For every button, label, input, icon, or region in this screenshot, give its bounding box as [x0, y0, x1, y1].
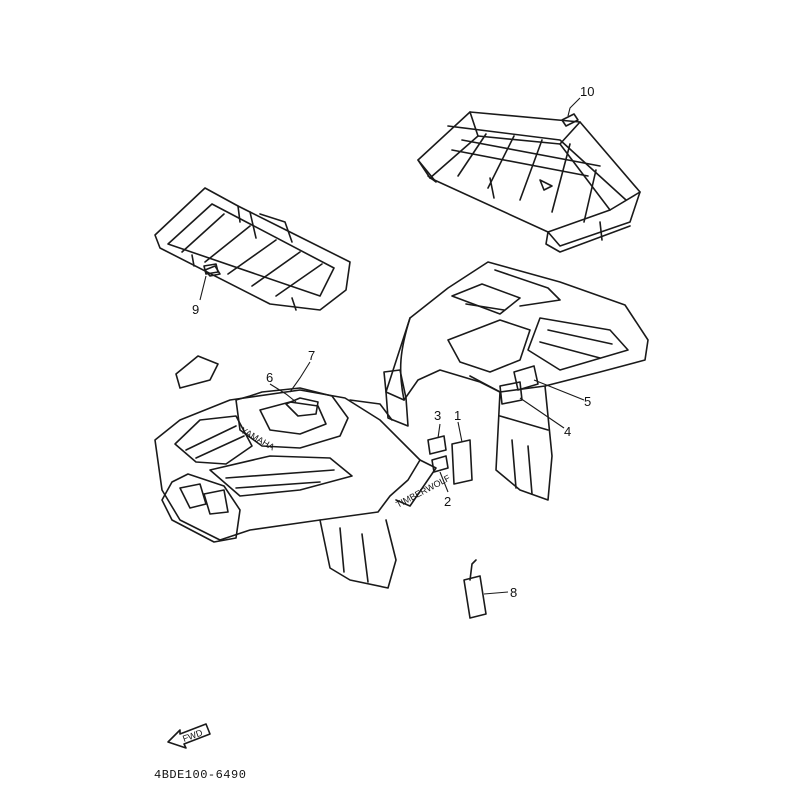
decal-4 [499, 381, 523, 405]
tag-8 [463, 559, 487, 619]
callout-2: 2 [444, 494, 451, 509]
decal-1 [451, 439, 473, 485]
callout-5: 5 [584, 394, 591, 409]
label-9 [203, 263, 219, 275]
rear-carrier [417, 111, 641, 253]
callout-7: 7 [308, 348, 315, 363]
callouts: 10 9 7 6 3 1 2 5 4 8 [192, 84, 594, 600]
label-10 [561, 113, 579, 127]
callout-4: 4 [564, 424, 571, 439]
callout-8: 8 [510, 585, 517, 600]
decal-2 [431, 455, 449, 473]
fwd-arrow: FWD [167, 723, 211, 749]
rear-fender [383, 261, 649, 501]
callout-10: 10 [580, 84, 594, 99]
leader-lines [199, 97, 585, 595]
decal-3 [427, 435, 447, 455]
callout-6: 6 [266, 370, 273, 385]
front-fender [154, 387, 437, 589]
callout-3: 3 [434, 408, 441, 423]
callout-1: 1 [454, 408, 461, 423]
fender-brand-text: YAMAHA [239, 425, 276, 452]
callout-9: 9 [192, 302, 199, 317]
decal-5 [513, 365, 539, 391]
front-carrier [154, 187, 351, 311]
decal-7 [175, 355, 219, 389]
diagram-code: 4BDE100-6490 [154, 768, 246, 782]
